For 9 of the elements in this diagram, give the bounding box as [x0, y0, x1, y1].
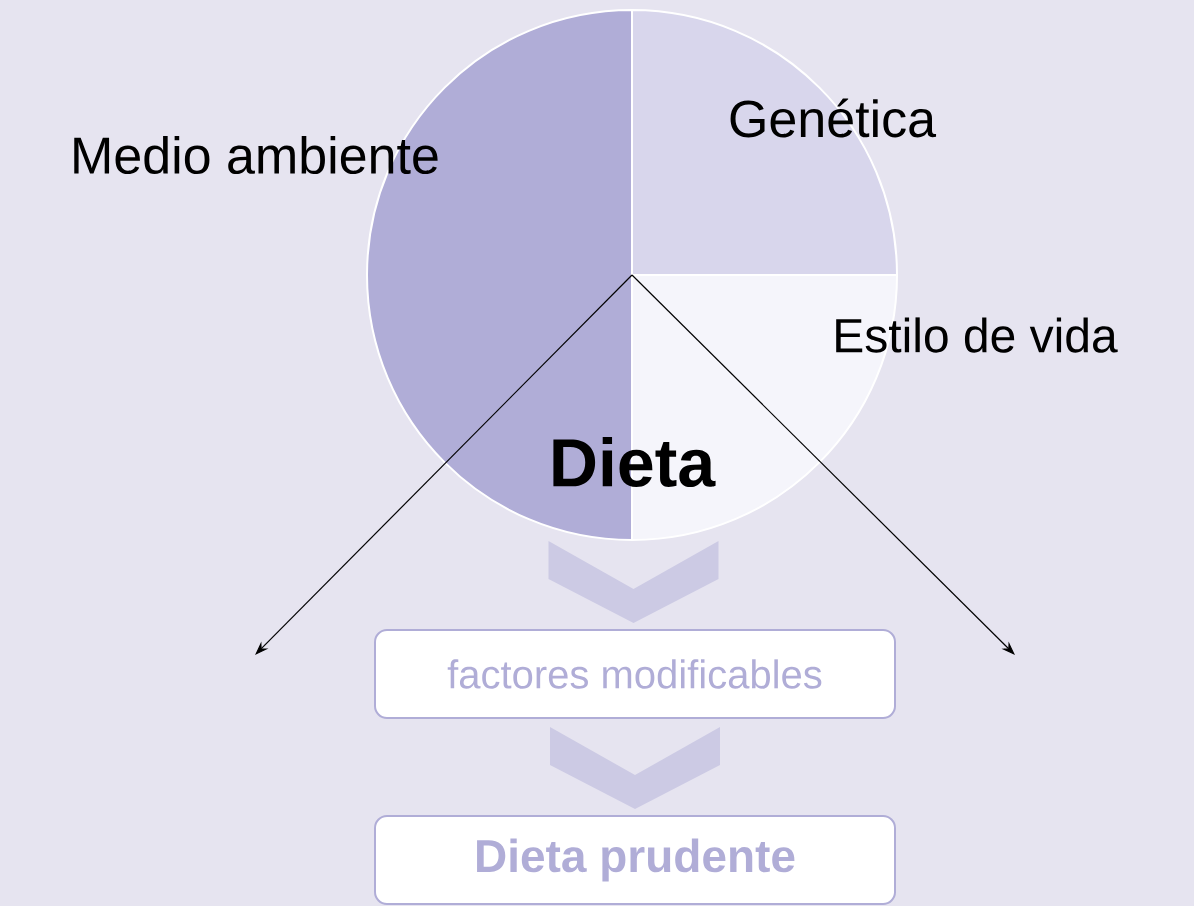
arrow: [631, 274, 1015, 655]
pie-label: Dieta: [553, 437, 716, 487]
label-box: factores modificables: [374, 629, 896, 719]
label-box: Dieta prudente: [374, 815, 896, 905]
chevron-arrow: [548, 541, 719, 623]
chevron-arrow: [550, 727, 720, 809]
node-label: Medio ambiente: [74, 135, 438, 175]
arrow: [255, 274, 633, 655]
pie-slice: Genética: [631, 9, 937, 276]
